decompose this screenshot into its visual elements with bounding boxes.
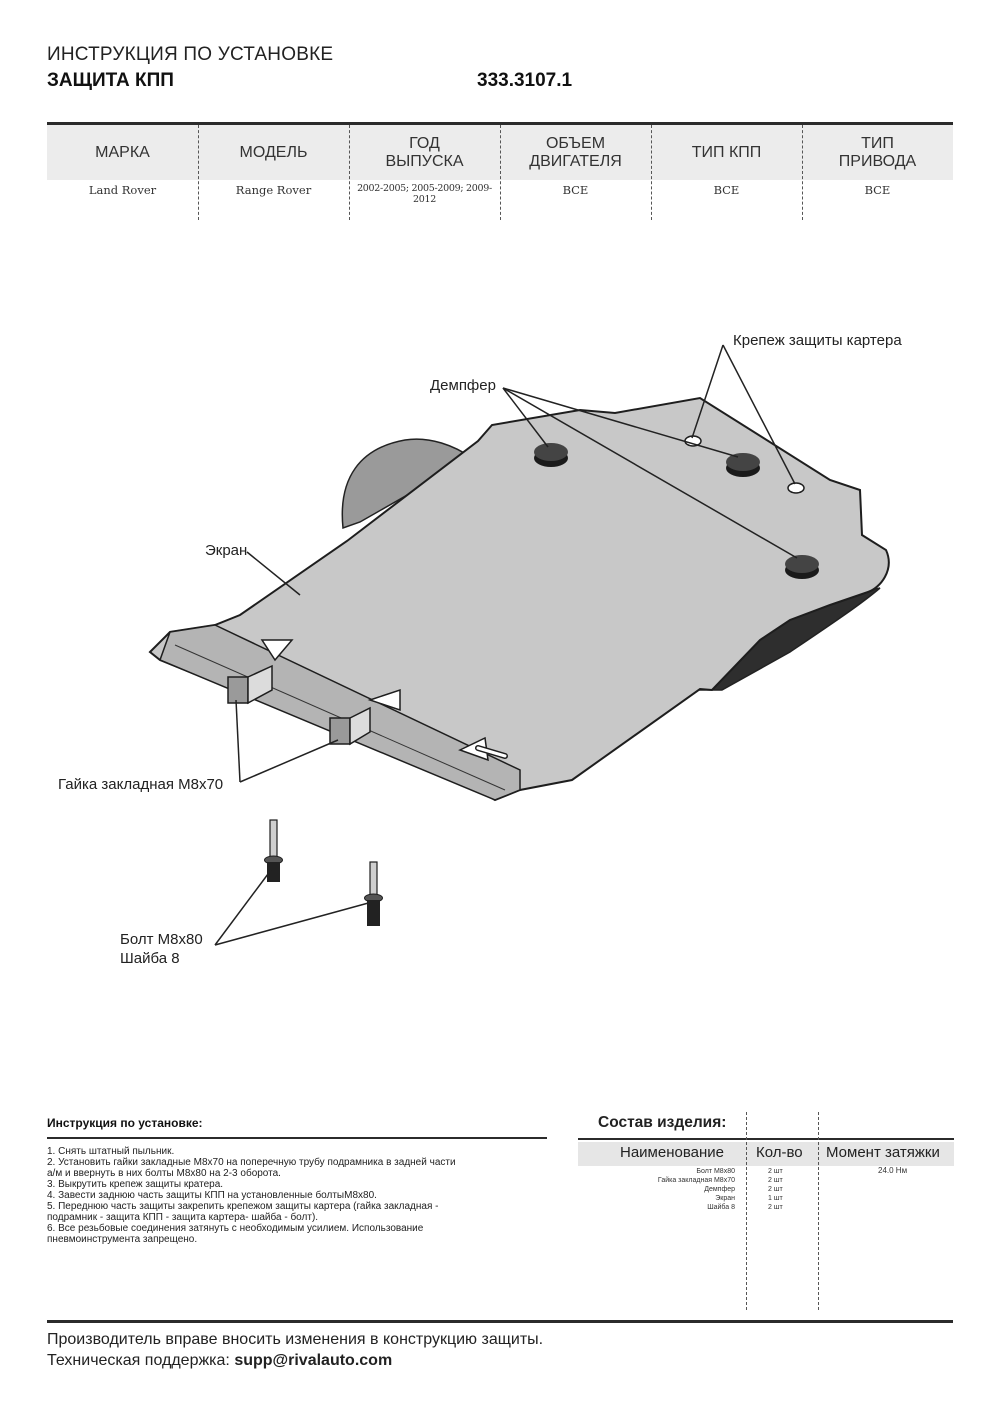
composition-divider xyxy=(746,1112,747,1310)
instruction-step: подрамник - защита КПП - защита картера-… xyxy=(47,1212,319,1223)
instruction-step: 1. Снять штатный пыльник. xyxy=(47,1146,175,1157)
spec-header-year: ГОД ВЫПУСКА xyxy=(385,134,464,170)
support-label: Техническая поддержка: xyxy=(47,1352,235,1369)
vehicle-spec-table: МАРКА Land Rover МОДЕЛЬ Range Rover ГОД … xyxy=(47,122,953,220)
spec-divider xyxy=(349,125,350,220)
bolt-with-washer xyxy=(264,819,283,882)
composition-row-name: Гайка закладная М8х70 xyxy=(657,1177,735,1184)
product-code: 333.3107.1 xyxy=(477,70,573,91)
spec-header-drive: ТИП ПРИВОДА xyxy=(838,134,917,170)
instruction-step: 3. Выкрутить крепеж защиты кратера. xyxy=(47,1179,224,1190)
composition-row-qty: 1 шт xyxy=(768,1195,783,1202)
instructions-title: Инструкция по установке: xyxy=(47,1116,203,1130)
composition-header-name: Наименование xyxy=(620,1144,724,1161)
spec-header-model: МОДЕЛЬ xyxy=(239,143,308,161)
embedded-nut xyxy=(329,706,371,746)
composition-row-name: Демпфер xyxy=(704,1186,735,1193)
composition-row-name: Экран xyxy=(715,1195,735,1202)
spec-value-brand: Land Rover xyxy=(88,183,157,197)
support-email-link[interactable]: supp@rivalauto.com xyxy=(234,1352,393,1369)
instruction-step: 4. Завести заднюю часть защиты КПП на ус… xyxy=(47,1190,377,1201)
spec-header-brand: МАРКА xyxy=(95,143,150,161)
spec-divider xyxy=(500,125,501,220)
vent-cutout xyxy=(367,688,401,712)
spec-top-rule xyxy=(47,122,953,125)
callout-nut: Гайка закладная М8х70 xyxy=(58,776,224,793)
composition-title: Состав изделия: xyxy=(598,1114,727,1131)
mount-slot xyxy=(476,746,507,758)
guard-front-rib xyxy=(159,624,521,801)
callout-mount: Крепеж защиты картера xyxy=(733,332,902,349)
composition-rule xyxy=(578,1138,954,1140)
gearbox-guard-drawing xyxy=(148,344,890,946)
spec-col-gearbox: ТИП КПП ВСЕ xyxy=(651,125,802,220)
composition-row-name: Шайба 8 xyxy=(707,1204,735,1211)
spec-col-drive: ТИП ПРИВОДА ВСЕ xyxy=(802,125,953,220)
embedded-nut xyxy=(227,664,273,705)
spec-value-engine: ВСЕ xyxy=(562,183,589,197)
spec-col-year: ГОД ВЫПУСКА 2002-2005; 2005-2009; 2009-2… xyxy=(349,125,500,220)
spec-header-gearbox: ТИП КПП xyxy=(691,143,762,161)
spec-col-model: МОДЕЛЬ Range Rover xyxy=(198,125,349,220)
composition-divider xyxy=(818,1112,819,1310)
document-title: ИНСТРУКЦИЯ ПО УСТАНОВКЕ xyxy=(47,44,334,65)
mount-hole xyxy=(787,482,805,494)
instruction-step: пневмоинструмента запрещено. xyxy=(47,1234,198,1245)
spec-value-drive: ВСЕ xyxy=(864,183,891,197)
damper-pad xyxy=(534,443,568,467)
instruction-step: 2. Установить гайки закладные М8х70 на п… xyxy=(47,1157,456,1168)
spec-header-engine: ОБЪЕМ ДВИГАТЕЛЯ xyxy=(529,134,622,170)
composition-row-qty: 2 шт xyxy=(768,1186,783,1193)
callout-screen: Экран xyxy=(205,542,248,559)
footer-support: Техническая поддержка: supp@rivalauto.co… xyxy=(47,1352,392,1370)
composition-row-qty: 2 шт xyxy=(768,1204,783,1211)
damper-pad xyxy=(726,453,760,477)
spec-value-gearbox: ВСЕ xyxy=(713,183,740,197)
footer-note: Производитель вправе вносить изменения в… xyxy=(47,1331,544,1348)
instruction-step: а/м и ввернуть в них болты М8х80 на 2-3 … xyxy=(47,1168,281,1179)
composition-header-band xyxy=(578,1142,954,1166)
spec-value-model: Range Rover xyxy=(235,183,312,197)
composition-row-qty: 2 шт xyxy=(768,1177,783,1184)
spec-divider xyxy=(651,125,652,220)
composition-header-torque: Момент затяжки xyxy=(826,1144,940,1161)
footer-rule xyxy=(47,1320,953,1323)
composition-row-torque: 24.0 Нм xyxy=(878,1166,908,1175)
instructions-list: 1. Снять штатный пыльник. 2. Установить … xyxy=(47,1146,547,1245)
composition-row-name: Болт М8х80 xyxy=(696,1168,735,1175)
instruction-step: 6. Все резьбовые соединения затянуть с н… xyxy=(47,1223,424,1234)
spec-col-engine: ОБЪЕМ ДВИГАТЕЛЯ ВСЕ xyxy=(500,125,651,220)
guard-plate xyxy=(148,396,890,802)
vent-cutout xyxy=(260,639,294,662)
callout-leaders xyxy=(214,344,798,946)
spec-divider xyxy=(802,125,803,220)
spec-divider xyxy=(198,125,199,220)
bolt-with-washer xyxy=(364,861,383,926)
callout-damper: Демпфер xyxy=(430,377,496,394)
spec-col-brand: МАРКА Land Rover xyxy=(47,125,198,220)
instruction-step: 5. Переднюю часть защиты закрепить крепе… xyxy=(47,1201,439,1212)
composition-header-qty: Кол-во xyxy=(756,1144,803,1161)
instructions-rule xyxy=(47,1137,547,1139)
callout-washer: Шайба 8 xyxy=(120,950,180,967)
damper-pad xyxy=(785,555,819,579)
composition-row-qty: 2 шт xyxy=(768,1168,783,1175)
spec-value-year: 2002-2005; 2005-2009; 2009-2012 xyxy=(357,183,492,205)
callout-bolt: Болт М8х80 xyxy=(120,931,203,948)
product-name: ЗАЩИТА КПП xyxy=(47,70,174,91)
